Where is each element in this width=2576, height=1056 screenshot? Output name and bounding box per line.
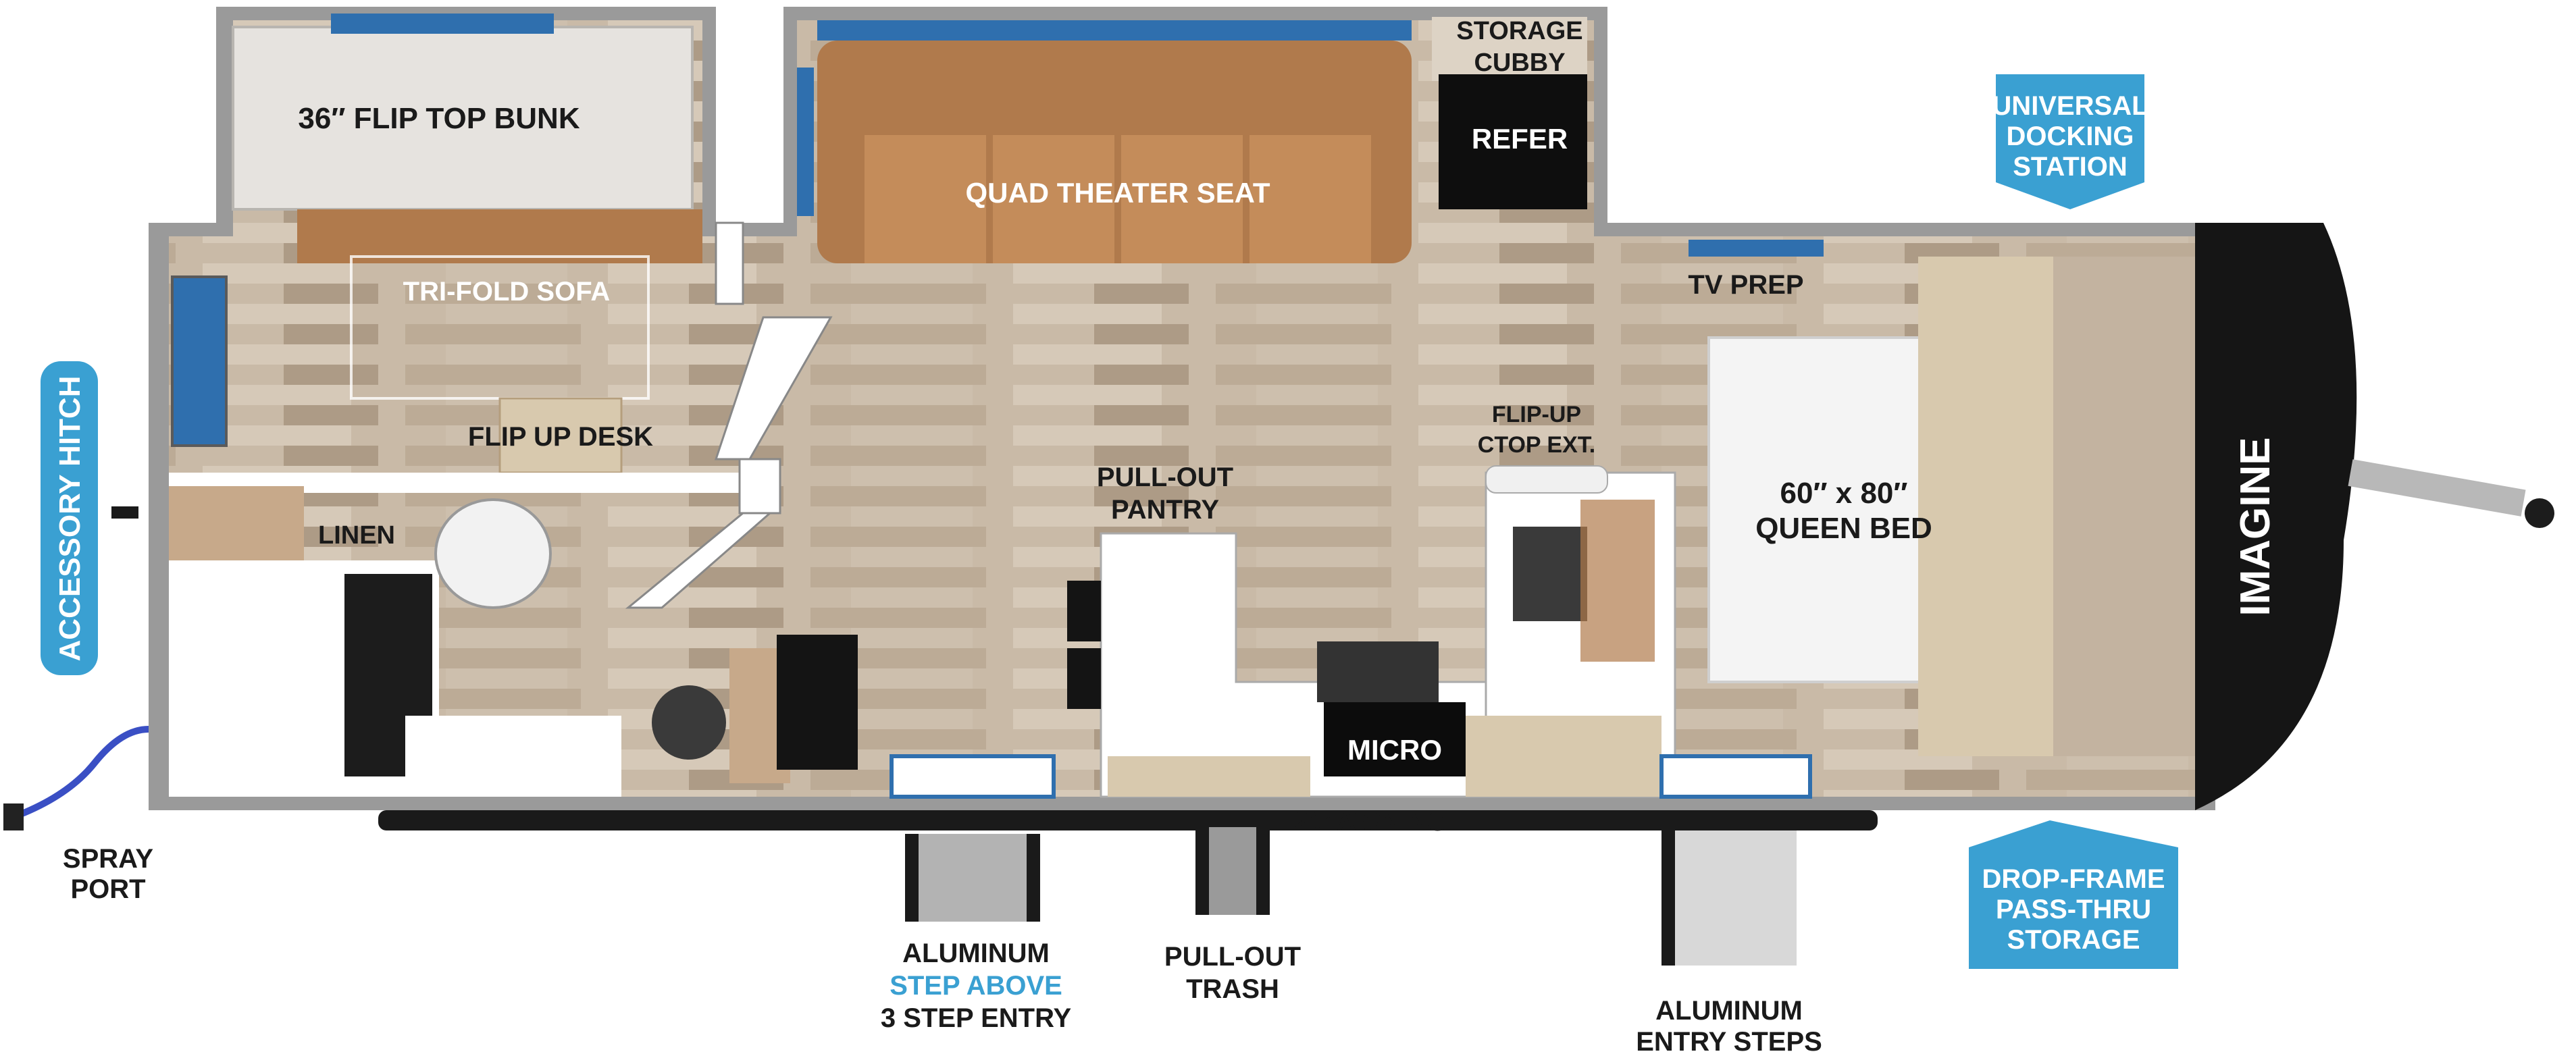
drop-frame-callout <box>1969 820 2178 969</box>
quad-theater-seat <box>797 20 1412 263</box>
queen-bed <box>1707 257 2202 756</box>
kitchen-island <box>1067 532 1487 798</box>
label-storage: STORAGE <box>1456 17 1582 45</box>
aluminum-step-above <box>905 834 1040 922</box>
kitchen-counter <box>1466 465 1676 798</box>
label-universal: UNIVERSAL <box>1992 91 2148 121</box>
label-flip-up: FLIP-UP <box>1492 402 1581 427</box>
hitch-side-nub <box>111 506 138 519</box>
pull-out-trash <box>1195 827 1270 915</box>
label-cubby: CUBBY <box>1474 49 1565 77</box>
label-drop-frame: DROP-FRAME <box>1982 864 2165 894</box>
label-micro: MICRO <box>1347 734 1442 766</box>
spray-port-hose <box>12 726 149 820</box>
label-linen: LINEN <box>318 521 395 550</box>
label-aluminum-1: ALUMINUM <box>902 939 1050 968</box>
stove <box>1317 641 1439 702</box>
label-pull-out-trash-2: TRASH <box>1186 974 1279 1004</box>
linen-cabinet <box>169 486 304 560</box>
label-queen-bed: QUEEN BED <box>1755 512 1932 545</box>
label-awning: 21’ AWNING <box>1294 807 1447 837</box>
label-pass-thru: PASS-THRU <box>1996 895 2151 924</box>
bunk-window <box>331 14 554 34</box>
theater-window <box>817 20 1412 41</box>
bathroom <box>169 473 858 797</box>
brand-imagine: IMAGINE <box>2232 437 2279 616</box>
tv-prep-window <box>1689 240 1824 257</box>
awning-bar <box>378 810 1878 830</box>
label-ctop-ext: CTOP EXT. <box>1478 432 1595 458</box>
label-flip-top-bunk: 36″ FLIP TOP BUNK <box>298 102 579 135</box>
bath-sink <box>652 685 726 760</box>
label-tv-prep: TV PREP <box>1688 270 1803 300</box>
front-cap <box>2195 223 2554 810</box>
label-bed-size: 60″ x 80″ <box>1780 477 1908 510</box>
label-flip-up-desk: FLIP UP DESK <box>468 422 653 452</box>
label-quad-theater-seat: QUAD THEATER SEAT <box>965 177 1270 209</box>
label-entry-steps: ENTRY STEPS <box>1636 1027 1822 1056</box>
label-accessory-hitch: ACCESSORY HITCH <box>53 376 86 662</box>
storage-cubby <box>1432 17 1587 209</box>
label-docking: DOCKING <box>2007 122 2134 151</box>
label-storage-front: STORAGE <box>2007 925 2140 955</box>
label-tri-fold-sofa: TRI-FOLD SOFA <box>403 277 611 307</box>
flip-up-desk <box>498 397 623 474</box>
refrigerator <box>1439 74 1587 209</box>
toilet <box>434 498 552 609</box>
hitch-tongue <box>2348 459 2526 517</box>
side-window-left <box>171 275 228 447</box>
label-pull-out-trash-1: PULL-OUT <box>1164 942 1301 972</box>
microwave <box>1324 702 1466 776</box>
label-refer: REFER <box>1472 123 1568 155</box>
aluminum-entry-steps <box>1661 830 1797 966</box>
door-window-1 <box>890 754 1056 799</box>
label-port: PORT <box>70 874 145 904</box>
label-step-above: STEP ABOVE <box>890 971 1062 1001</box>
label-pantry: PANTRY <box>1111 495 1219 525</box>
label-3-step-entry: 3 STEP ENTRY <box>881 1003 1072 1033</box>
door-window-2 <box>1659 754 1812 799</box>
partitions <box>625 221 833 609</box>
label-spray: SPRAY <box>63 844 153 874</box>
universal-docking-callout <box>1996 74 2144 209</box>
accessory-hitch-callout <box>41 361 98 675</box>
flip-top-bunk <box>232 14 694 211</box>
tri-fold-sofa <box>297 209 702 400</box>
label-station: STATION <box>2013 152 2128 182</box>
label-aluminum-2: ALUMINUM <box>1655 996 1803 1026</box>
coupler <box>2525 498 2554 528</box>
kitchen-sink <box>1513 527 1587 621</box>
spray-nozzle <box>3 803 24 830</box>
label-pull-out: PULL-OUT <box>1097 463 1233 492</box>
theater-side-window <box>797 68 814 216</box>
